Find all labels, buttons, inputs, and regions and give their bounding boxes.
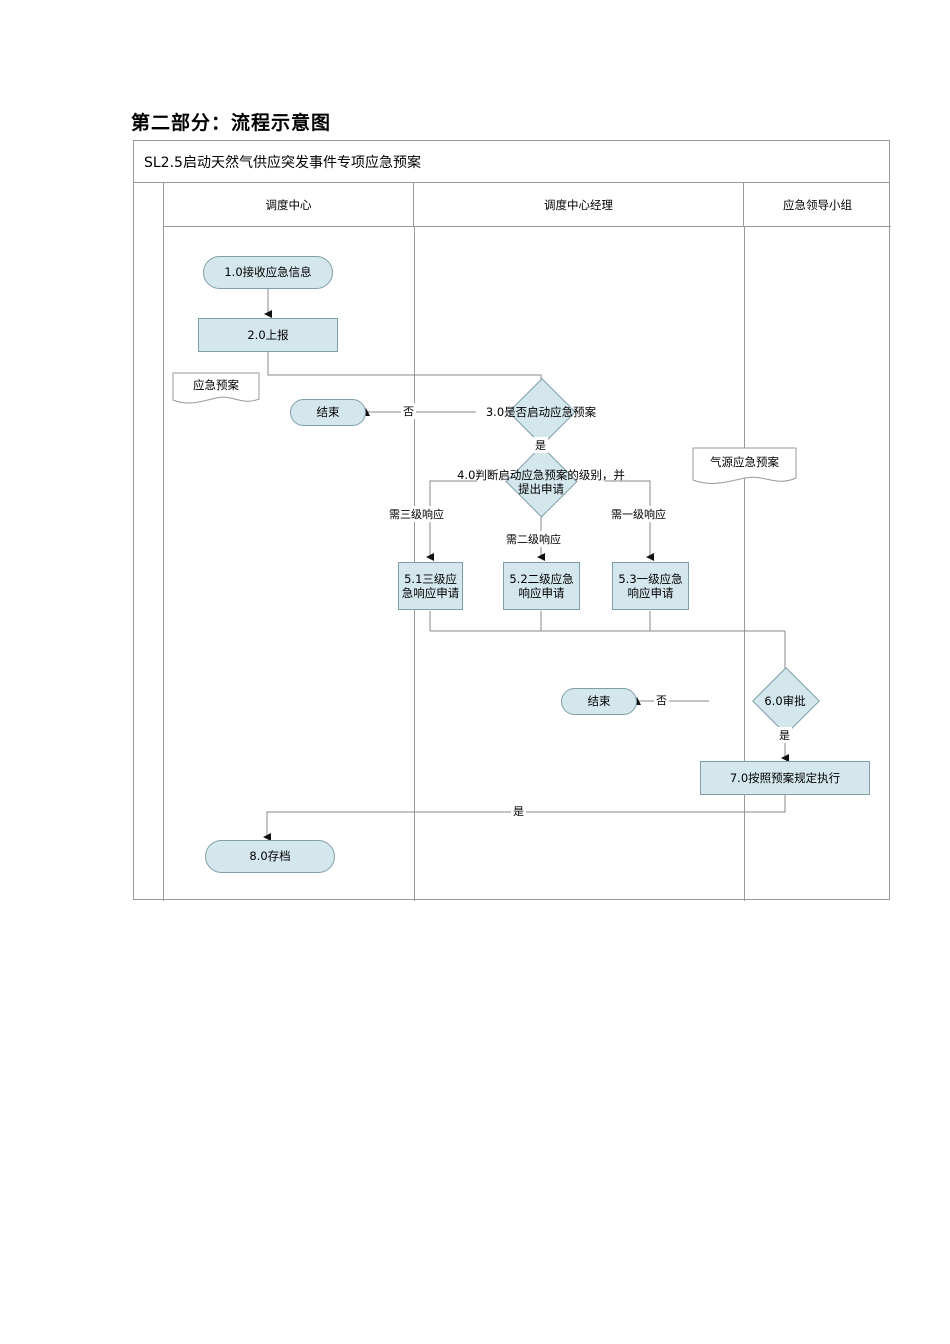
- lane-header-row: 调度中心 调度中心经理 应急领导小组: [164, 183, 891, 227]
- node-end-1[interactable]: 结束: [290, 399, 366, 426]
- document-gas-source-label: 气源应急预案: [710, 455, 779, 469]
- node-2-0-report[interactable]: 2.0上报: [198, 318, 338, 352]
- edge-label-level2: 需二级响应: [504, 531, 563, 547]
- decision-6-0-approval[interactable]: 6.0审批: [709, 667, 861, 735]
- node-8-0-archive[interactable]: 8.0存档: [205, 840, 335, 873]
- node-5-1-level3-request[interactable]: 5.1三级应急响应申请: [398, 562, 463, 610]
- edge-label-yes-3: 是: [511, 803, 526, 819]
- edge-label-level1: 需一级响应: [609, 506, 668, 522]
- node-5-3-level1-request[interactable]: 5.3一级应急响应申请: [612, 562, 689, 610]
- node-end-2[interactable]: 结束: [561, 688, 637, 715]
- decision-4-0-determine-level[interactable]: 4.0判断启动应急预案的级别，并提出申请: [457, 445, 625, 518]
- document-emergency-plan: 应急预案: [172, 372, 260, 406]
- document-emergency-plan-label: 应急预案: [193, 378, 239, 392]
- edge-label-level3: 需三级响应: [387, 506, 446, 522]
- decision-6-0-label: 6.0审批: [764, 693, 806, 708]
- node-5-2-level2-request[interactable]: 5.2二级应急响应申请: [503, 562, 580, 610]
- edge-label-no-2: 否: [654, 692, 669, 708]
- lane-gutter-column: [134, 183, 164, 901]
- decision-3-0-label: 3.0是否启动应急预案: [485, 404, 597, 419]
- diagram-banner-text: SL2.5启动天然气供应突发事件专项应急预案: [144, 155, 421, 171]
- edge-label-no-1: 否: [401, 403, 416, 419]
- node-7-0-execute-per-plan[interactable]: 7.0按照预案规定执行: [700, 761, 870, 795]
- lane-header-dispatch-manager: 调度中心经理: [414, 183, 744, 227]
- lane-header-emergency-team: 应急领导小组: [783, 198, 852, 212]
- page-title: 第二部分：流程示意图: [131, 112, 332, 134]
- edge-label-yes-2: 是: [777, 727, 792, 743]
- document-gas-source-emergency-plan: 气源应急预案: [692, 447, 797, 487]
- lane-header-dispatch-center: 调度中心: [164, 183, 414, 227]
- diagram-banner: SL2.5启动天然气供应突发事件专项应急预案: [134, 141, 889, 183]
- decision-3-0-start-emergency-plan[interactable]: 3.0是否启动应急预案: [476, 378, 606, 446]
- decision-4-0-label: 4.0判断启动应急预案的级别，并提出申请: [457, 467, 625, 496]
- lane-divider-2: [744, 227, 745, 901]
- node-1-0-receive-emergency-info[interactable]: 1.0接收应急信息: [203, 256, 333, 289]
- edge-label-yes-1: 是: [533, 437, 548, 453]
